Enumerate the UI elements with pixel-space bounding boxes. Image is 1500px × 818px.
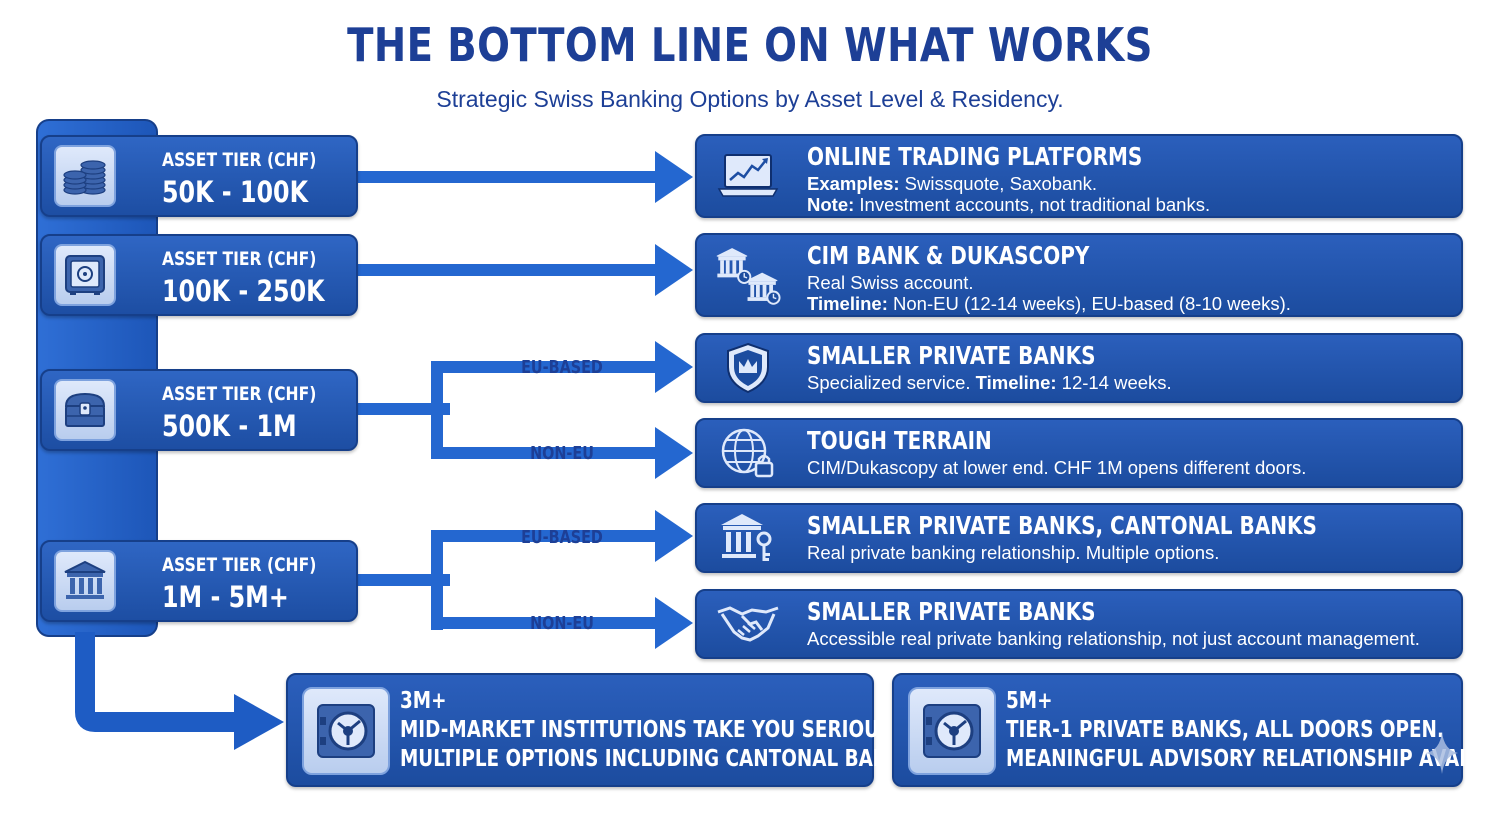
option-detail-note: Note: Investment accounts, not tradition… [807,194,1211,215]
bank-key-icon [715,507,781,569]
summary-line: MID-MARKET INSTITUTIONS TAKE YOU SERIOUS… [400,717,919,743]
coins-icon [54,145,116,207]
summary-text: 3M+ MID-MARKET INSTITUTIONS TAKE YOU SER… [400,687,974,774]
option-title: CIM BANK & DUKASCOPY [807,241,1090,270]
laptop-chart-icon [715,145,781,207]
summary-3m-plus: 3M+ MID-MARKET INSTITUTIONS TAKE YOU SER… [286,673,974,787]
tier-label: ASSET TIER (CHF) [162,248,317,270]
tier-range: 500K - 1M [162,409,297,443]
option-detail-examples: Examples: Swissquote, Saxobank. [807,173,1097,194]
option-smaller-private-banks-non-eu: SMALLER PRIVATE BANKS Accessible real pr… [695,589,1463,659]
summary-line: MULTIPLE OPTIONS INCLUDING CANTONAL BANK… [400,746,974,772]
tier-label: ASSET TIER (CHF) [162,149,317,171]
option-online-trading-platforms: ONLINE TRADING PLATFORMS Examples: Swiss… [695,134,1463,218]
branch-label-non-eu: NON-EU [530,613,594,634]
banks-clock-icon [715,244,781,306]
option-tough-terrain: TOUGH TERRAIN CIM/Dukascopy at lower end… [695,418,1463,488]
option-title: SMALLER PRIVATE BANKS [807,597,1096,626]
option-detail-timeline: Specialized service. Timeline: 12-14 wee… [807,372,1172,393]
summary-amount: 3M+ [400,688,447,714]
summary-text: 5M+ TIER-1 PRIVATE BANKS, ALL DOORS OPEN… [1006,687,1500,774]
handshake-icon [715,593,781,655]
tier-label: ASSET TIER (CHF) [162,554,317,576]
option-smaller-private-cantonal-banks: SMALLER PRIVATE BANKS, CANTONAL BANKS Re… [695,503,1463,573]
page-title: THE BOTTOM LINE ON WHAT WORKS [347,18,1153,72]
branch-label-non-eu: NON-EU [530,443,594,464]
asset-tier-1m-5m: ASSET TIER (CHF) 1M - 5M+ [40,540,358,622]
option-smaller-private-banks-eu: SMALLER PRIVATE BANKS Specialized servic… [695,333,1463,403]
page-subtitle: Strategic Swiss Banking Options by Asset… [436,86,1064,112]
safe-icon [54,244,116,306]
summary-5m-plus: 5M+ TIER-1 PRIVATE BANKS, ALL DOORS OPEN… [892,673,1500,787]
option-detail-timeline: Timeline: Non-EU (12-14 weeks), EU-based… [807,293,1291,314]
summary-amount: 5M+ [1006,688,1053,714]
tier-range: 1M - 5M+ [162,580,289,614]
asset-tier-100k-250k: ASSET TIER (CHF) 100K - 250K [40,234,358,316]
tier-range: 50K - 100K [162,175,309,209]
summary-line: MEANINGFUL ADVISORY RELATIONSHIP AVAILAB… [1006,746,1500,772]
option-title: SMALLER PRIVATE BANKS [807,341,1096,370]
branch-label-eu: EU-BASED [521,357,603,378]
treasure-chest-icon [54,379,116,441]
vault-icon [302,687,390,775]
globe-lock-icon [715,422,781,484]
asset-tier-50k-100k: ASSET TIER (CHF) 50K - 100K [40,135,358,217]
option-detail: Accessible real private banking relation… [807,628,1420,649]
option-detail: CIM/Dukascopy at lower end. CHF 1M opens… [807,457,1307,478]
option-title: ONLINE TRADING PLATFORMS [807,142,1143,171]
option-detail: Real Swiss account. [807,272,974,293]
sparkle-icon [1426,732,1458,774]
vault-icon [908,687,996,775]
option-detail: Real private banking relationship. Multi… [807,542,1220,563]
option-title: TOUGH TERRAIN [807,426,992,455]
option-cim-bank-dukascopy: CIM BANK & DUKASCOPY Real Swiss account.… [695,233,1463,317]
tier-label: ASSET TIER (CHF) [162,383,317,405]
crown-shield-icon [715,337,781,399]
option-title: SMALLER PRIVATE BANKS, CANTONAL BANKS [807,511,1317,540]
summary-line: TIER-1 PRIVATE BANKS, ALL DOORS OPEN. [1006,717,1444,743]
branch-label-eu: EU-BASED [521,527,603,548]
bank-building-icon [54,550,116,612]
tier-range: 100K - 250K [162,274,325,308]
asset-tier-500k-1m: ASSET TIER (CHF) 500K - 1M [40,369,358,451]
